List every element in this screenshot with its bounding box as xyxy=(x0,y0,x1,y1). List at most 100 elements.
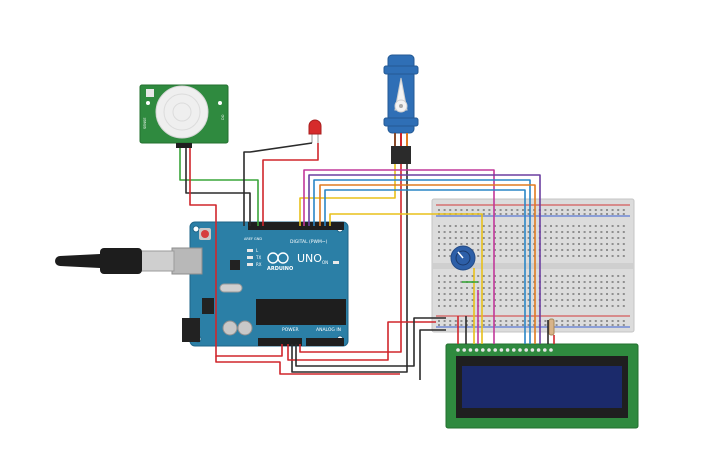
breadboard-hole xyxy=(499,243,502,245)
breadboard-hole xyxy=(488,324,491,326)
breadboard-hole xyxy=(617,213,620,215)
breadboard-hole xyxy=(522,255,524,257)
breadboard-hole xyxy=(566,275,569,277)
breadboard-hole xyxy=(449,231,452,233)
breadboard-hole xyxy=(555,225,558,227)
breadboard-hole xyxy=(505,231,508,233)
breadboard-hole xyxy=(527,209,530,211)
breadboard-hole xyxy=(555,209,558,211)
breadboard-hole xyxy=(555,299,558,301)
breadboard-hole xyxy=(600,299,603,301)
breadboard-hole xyxy=(522,287,524,289)
power-header-label: POWER xyxy=(282,327,299,333)
breadboard-hole xyxy=(454,320,457,322)
breadboard-hole xyxy=(572,225,575,227)
breadboard-hole xyxy=(611,213,614,215)
breadboard-hole xyxy=(505,225,508,227)
breadboard-hole xyxy=(572,293,575,295)
breadboard-hole xyxy=(449,275,452,277)
breadboard-hole xyxy=(527,249,530,251)
breadboard-hole xyxy=(566,209,569,211)
breadboard-hole xyxy=(488,320,491,322)
digital-pin-header[interactable] xyxy=(248,222,344,230)
breadboard-hole xyxy=(510,243,513,245)
breadboard-hole xyxy=(516,324,519,326)
power-pin-header[interactable] xyxy=(258,338,302,346)
breadboard-hole xyxy=(488,275,491,277)
wire-red-power xyxy=(215,356,400,375)
usb-port xyxy=(171,247,203,275)
breadboard-hole xyxy=(443,225,446,227)
potentiometer[interactable] xyxy=(450,245,476,271)
reset-button-cap[interactable] xyxy=(201,230,209,238)
breadboard-hole xyxy=(516,249,519,251)
breadboard-hole xyxy=(583,299,586,301)
breadboard-hole xyxy=(477,275,480,277)
breadboard-hole xyxy=(544,305,547,307)
breadboard-hole xyxy=(499,225,502,227)
breadboard-hole xyxy=(617,299,620,301)
breadboard-hole xyxy=(611,324,614,326)
breadboard-hole xyxy=(611,237,614,239)
pir-pin-header xyxy=(176,143,192,148)
breadboard-hole xyxy=(454,305,457,307)
l-led-label: L xyxy=(256,248,259,253)
breadboard-hole xyxy=(583,275,586,277)
breadboard-hole xyxy=(617,231,620,233)
wire-gnd-rail xyxy=(295,317,446,367)
breadboard-hole xyxy=(488,281,491,283)
breadboard-hole xyxy=(510,249,513,251)
breadboard-hole xyxy=(494,287,496,289)
breadboard-hole xyxy=(482,293,485,295)
breadboard-hole xyxy=(466,299,468,301)
breadboard-hole xyxy=(589,249,592,251)
breadboard-hole xyxy=(527,299,530,301)
breadboard-hole xyxy=(438,209,440,211)
breadboard-hole xyxy=(527,281,530,283)
breadboard-hole xyxy=(555,305,558,307)
servo-motor[interactable] xyxy=(383,54,419,164)
lcd-16x2[interactable] xyxy=(445,343,639,429)
breadboard-hole xyxy=(527,243,530,245)
breadboard-hole xyxy=(466,209,468,211)
usb-chip xyxy=(230,260,240,270)
analog-pin-header[interactable] xyxy=(306,338,344,346)
breadboard-hole xyxy=(510,237,513,239)
breadboard-hole xyxy=(578,249,580,251)
breadboard-hole xyxy=(499,255,502,257)
pir-label-right: DO xyxy=(221,114,225,120)
red-led[interactable] xyxy=(308,119,322,143)
breadboard-hole xyxy=(510,299,513,301)
breadboard-hole xyxy=(566,281,569,283)
breadboard-hole xyxy=(578,287,580,289)
breadboard-hole xyxy=(488,209,491,211)
breadboard-hole xyxy=(617,255,620,257)
breadboard-hole xyxy=(471,320,474,322)
arduino-uno-board[interactable]: L TX RX ON ARDUINO UNO DIGITAL (PWM~) AR… xyxy=(171,221,349,347)
breadboard-hole xyxy=(622,320,625,322)
lcd-pin xyxy=(549,348,553,352)
breadboard-hole xyxy=(550,281,552,283)
breadboard-hole xyxy=(499,249,502,251)
breadboard-hole xyxy=(527,275,530,277)
breadboard-hole xyxy=(522,249,524,251)
analog-header-label: ANALOG IN xyxy=(316,327,341,333)
breadboard-hole xyxy=(505,281,508,283)
pir-sensor[interactable]: SENSE DO xyxy=(139,84,229,148)
breadboard-hole xyxy=(527,255,530,257)
breadboard-hole xyxy=(488,225,491,227)
breadboard-hole xyxy=(438,320,440,322)
wire-lcd-pink xyxy=(303,169,495,344)
breadboard-hole xyxy=(606,305,608,307)
breadboard-hole xyxy=(555,320,558,322)
breadboard-hole xyxy=(494,281,496,283)
breadboard-hole xyxy=(544,231,547,233)
breadboard-hole xyxy=(488,287,491,289)
breadboard-hole xyxy=(544,281,547,283)
breadboard-hole xyxy=(600,275,603,277)
breadboard-hole xyxy=(438,225,440,227)
breadboard-hole xyxy=(477,231,480,233)
breadboard-hole xyxy=(578,225,580,227)
breadboard-hole xyxy=(516,320,519,322)
breadboard-hole xyxy=(622,324,625,326)
